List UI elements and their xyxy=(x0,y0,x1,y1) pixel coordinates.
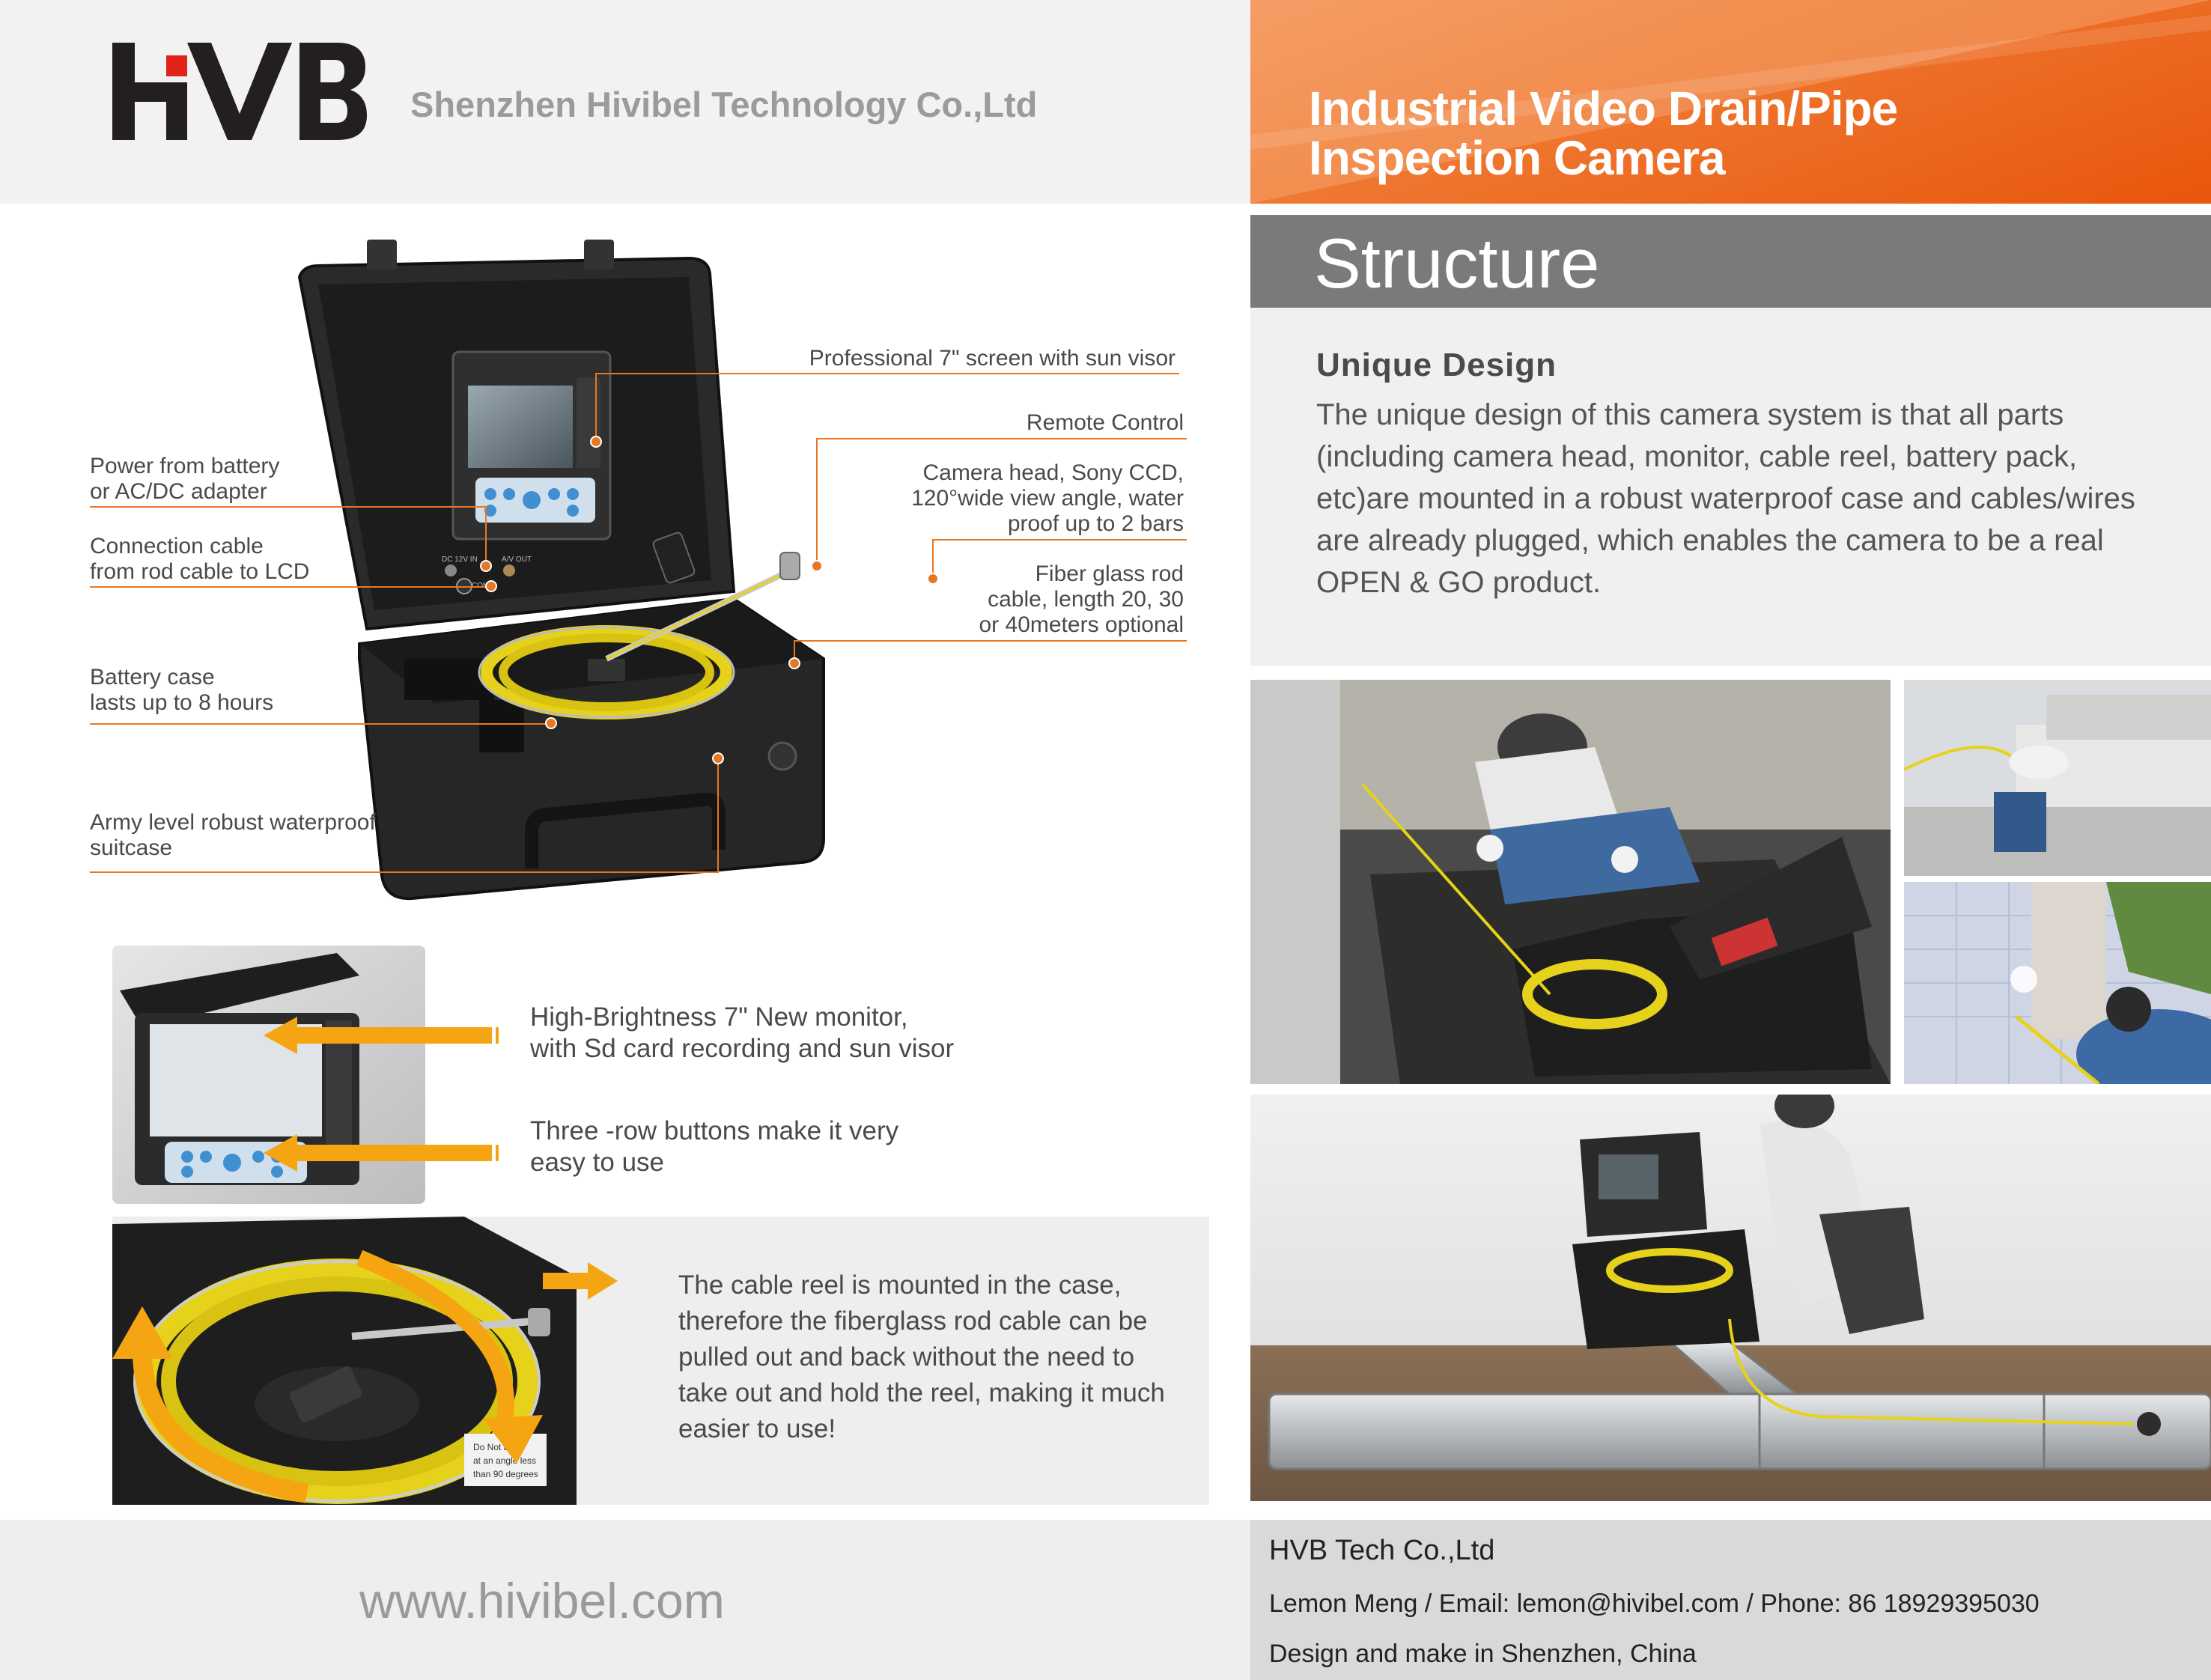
inspection-camera-case-illustration: DC 12V IN A/V OUT COM xyxy=(297,240,825,901)
callout-remote-line xyxy=(816,438,1187,439)
callout-suitcase: Army level robust waterproof suitcase xyxy=(90,810,376,861)
wall-pipe-inspection-photo xyxy=(1904,882,2211,1084)
callout-suitcase-line2: suitcase xyxy=(90,836,173,860)
callout-camera-head-line2: 120°wide view angle, water xyxy=(911,486,1184,511)
callout-remote-leader xyxy=(816,438,818,565)
callout-screen-line xyxy=(595,373,1179,374)
unique-design-box xyxy=(1250,308,2211,666)
callout-power: Power from battery or AC/DC adapter xyxy=(90,454,279,505)
callout-screen-leader xyxy=(595,373,597,440)
callout-screen: Professional 7" screen with sun visor xyxy=(809,346,1176,371)
callout-power-line xyxy=(90,506,487,508)
panel-label-com: COM xyxy=(472,582,489,590)
callout-suitcase-dot xyxy=(712,752,724,764)
header-left-panel xyxy=(0,0,1250,204)
arrow-monitor-icon xyxy=(264,1017,499,1054)
callout-connection-dot xyxy=(485,580,497,592)
callout-power-leader xyxy=(485,506,487,564)
callout-remote: Remote Control xyxy=(1026,410,1184,435)
callout-battery-line1: Battery case xyxy=(90,665,215,690)
callout-screen-dot xyxy=(590,436,602,448)
footer-company: HVB Tech Co.,Ltd xyxy=(1269,1535,1495,1566)
callout-remote-dot xyxy=(811,560,823,572)
callout-camera-head-line1: Camera head, Sony CCD, xyxy=(922,460,1184,485)
callout-camera-head-dot xyxy=(927,573,939,585)
header-right-banner xyxy=(1250,0,2211,204)
callout-battery-line xyxy=(90,723,550,725)
callout-suitcase-line1: Army level robust waterproof xyxy=(90,810,376,835)
callout-rod-cable-line1: Fiber glass rod xyxy=(1035,561,1184,586)
arrow-buttons-icon xyxy=(264,1134,499,1172)
callout-battery-dot xyxy=(545,717,557,729)
callout-camera-head-line xyxy=(932,539,1187,541)
feature-buttons-line1: Three -row buttons make it very xyxy=(530,1116,899,1145)
product-title-line1: Industrial Video Drain/Pipe xyxy=(1309,82,1898,136)
feature-monitor-line1: High-Brightness 7" New monitor, xyxy=(530,1002,908,1032)
callout-rod-cable: Fiber glass rod cable, length 20, 30 or … xyxy=(979,561,1184,638)
hvb-logo xyxy=(112,43,367,140)
callout-power-line2: or AC/DC adapter xyxy=(90,479,267,504)
cable-reel-photo: Do Not Bend at an angle less than 90 deg… xyxy=(112,1217,577,1505)
banner-sheen xyxy=(1250,0,2211,204)
callout-connection-line xyxy=(90,586,490,588)
feature-monitor-text: High-Brightness 7" New monitor, with Sd … xyxy=(530,1002,954,1065)
footer-left-panel xyxy=(0,1520,1250,1680)
feature-buttons-line2: easy to use xyxy=(530,1148,664,1177)
product-title-line2: Inspection Camera xyxy=(1309,131,1726,185)
footer-right-panel xyxy=(1250,1520,2211,1680)
cable-reel-text: The cable reel is mounted in the case, t… xyxy=(678,1270,1165,1443)
callout-battery-line2: lasts up to 8 hours xyxy=(90,690,274,715)
callout-rod-cable-line2: cable, length 20, 30 xyxy=(988,587,1184,612)
callout-rod-cable-leader xyxy=(794,640,795,663)
callout-suitcase-leader xyxy=(717,758,719,873)
callout-connection-line1: Connection cable xyxy=(90,534,264,559)
callout-camera-head-leader xyxy=(932,539,934,576)
callout-rod-cable-line3: or 40meters optional xyxy=(979,612,1184,637)
callout-rod-cable-line xyxy=(794,640,1187,642)
company-name: Shenzhen Hivibel Technology Co.,Ltd xyxy=(410,85,1038,124)
callout-power-dot xyxy=(480,560,492,572)
website-link[interactable]: www.hivibel.com xyxy=(359,1573,725,1628)
feature-buttons-text: Three -row buttons make it very easy to … xyxy=(530,1116,898,1178)
structure-bar xyxy=(1250,215,2211,308)
underground-pipe-diagram xyxy=(1250,1095,2211,1501)
callout-connection: Connection cable from rod cable to LCD xyxy=(90,534,309,585)
callout-suitcase-line xyxy=(90,871,719,873)
footer-contact: Lemon Meng / Email: lemon@hivibel.com / … xyxy=(1269,1589,2040,1618)
panel-label-dc: DC 12V IN xyxy=(442,556,478,564)
reel-sticker-line2: at an angle less xyxy=(473,1455,536,1466)
field-use-photo xyxy=(1250,680,1891,1084)
footer-made-in: Design and make in Shenzhen, China xyxy=(1269,1640,1697,1668)
callout-camera-head-line3: proof up to 2 bars xyxy=(1007,511,1184,536)
callout-rod-cable-dot xyxy=(788,657,800,669)
unique-design-body: The unique design of this camera system … xyxy=(1316,398,2135,599)
pull-out-arrow-icon xyxy=(543,1262,618,1300)
callout-camera-head: Camera head, Sony CCD, 120°wide view ang… xyxy=(911,460,1184,537)
panel-label-av: A/V OUT xyxy=(502,556,532,564)
feature-monitor-line2: with Sd card recording and sun visor xyxy=(530,1034,955,1063)
reel-sticker-line3: than 90 degrees xyxy=(473,1469,538,1479)
chimney-inspection-photo xyxy=(1904,680,2211,876)
callout-connection-line2: from rod cable to LCD xyxy=(90,559,310,584)
callout-battery: Battery case lasts up to 8 hours xyxy=(90,665,273,716)
callout-power-line1: Power from battery xyxy=(90,454,280,478)
unique-design-heading: Unique Design xyxy=(1316,347,1557,383)
structure-title: Structure xyxy=(1314,224,1600,302)
